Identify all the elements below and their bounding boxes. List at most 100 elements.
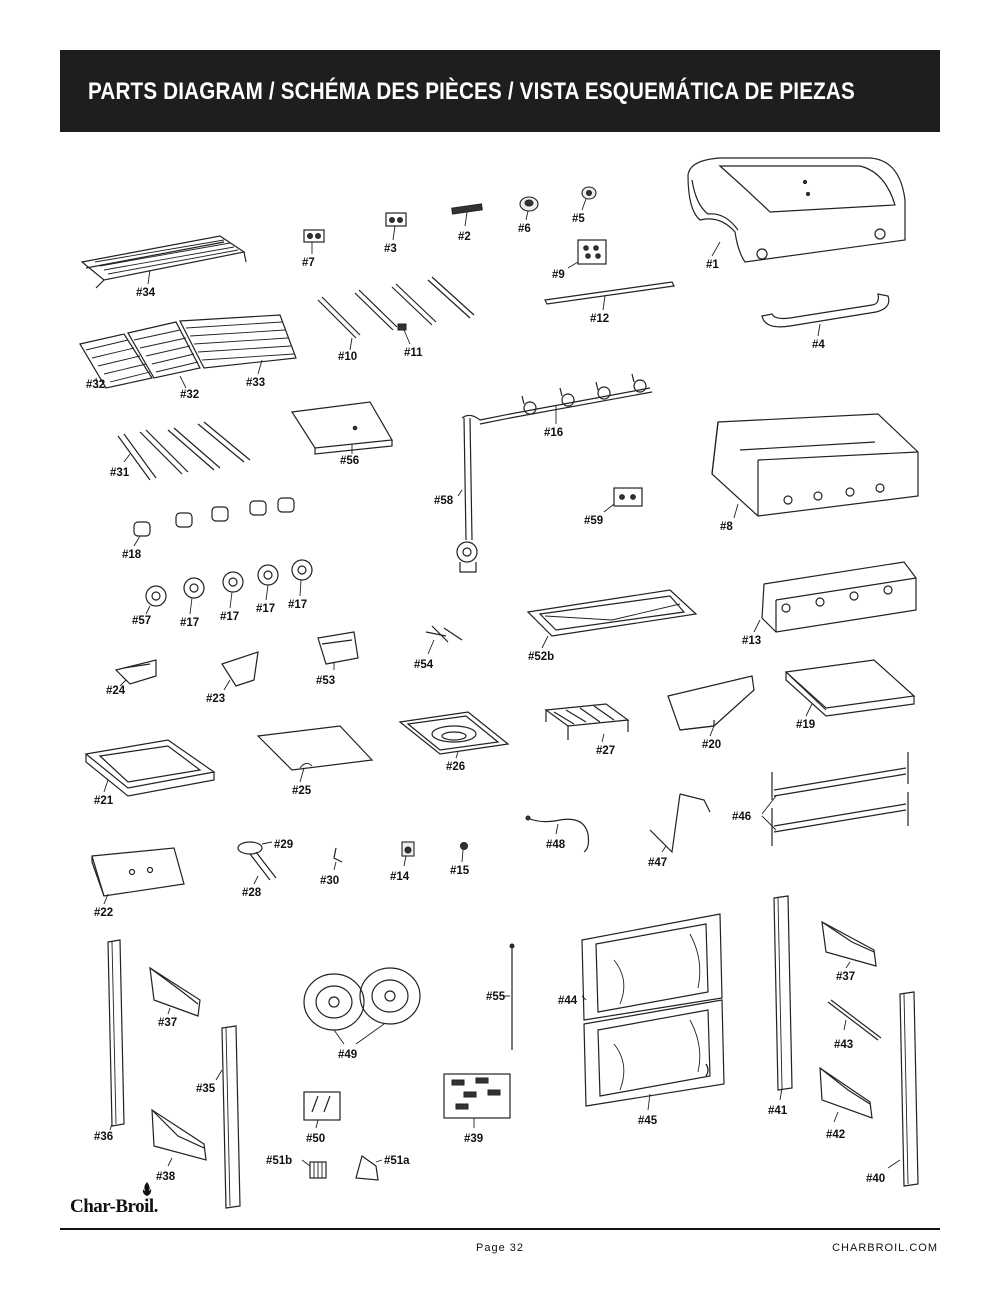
label-part-51a: #51a xyxy=(384,1155,410,1167)
part-3-drawing xyxy=(385,212,407,241)
label-part-33: #33 xyxy=(246,377,265,389)
part-4-handle-drawing xyxy=(761,293,890,337)
label-part-56: #56 xyxy=(340,455,359,467)
part-51a-drawing xyxy=(355,1155,383,1181)
label-part-44: #44 xyxy=(558,995,578,1007)
label-part-24: #24 xyxy=(106,685,126,697)
part-18-knobs-drawing xyxy=(133,497,295,547)
part-42-drawing xyxy=(819,1066,873,1123)
label-part-50: #50 xyxy=(306,1133,325,1145)
label-part-52b: #52b xyxy=(528,651,554,663)
part-47-drawing xyxy=(649,793,711,854)
part-6-drawing xyxy=(519,196,539,221)
footer-rule xyxy=(60,1228,940,1230)
website-link[interactable]: CHARBROIL.COM xyxy=(832,1242,938,1254)
label-part-45: #45 xyxy=(638,1115,658,1127)
label-part-28: #28 xyxy=(242,887,262,899)
label-part-32a: #32 xyxy=(86,379,105,391)
label-part-36: #36 xyxy=(94,1131,113,1143)
part-5-drawing xyxy=(581,186,597,211)
label-part-59: #59 xyxy=(584,515,603,527)
label-part-29: #29 xyxy=(274,839,293,851)
label-part-7: #7 xyxy=(302,257,315,269)
label-part-17d: #17 xyxy=(288,599,307,611)
label-part-12: #12 xyxy=(590,313,609,325)
part-26-drawing xyxy=(398,711,510,759)
label-part-41: #41 xyxy=(768,1105,788,1117)
label-part-17c: #17 xyxy=(256,603,275,615)
part-56-drawing xyxy=(290,401,393,455)
part-24-drawing xyxy=(114,659,157,687)
label-part-23: #23 xyxy=(206,693,225,705)
part-23-drawing xyxy=(221,651,259,691)
part-37-right-drawing xyxy=(821,920,877,969)
label-part-38: #38 xyxy=(156,1171,176,1183)
label-part-58: #58 xyxy=(434,495,454,507)
label-part-19: #19 xyxy=(796,719,815,731)
label-part-39: #39 xyxy=(464,1133,483,1145)
label-part-3: #3 xyxy=(384,243,397,255)
part-20-drawing xyxy=(667,675,755,737)
part-25-drawing xyxy=(256,725,374,783)
label-part-30: #30 xyxy=(320,875,339,887)
label-part-9: #9 xyxy=(552,269,565,281)
label-part-4: #4 xyxy=(812,339,825,351)
title-bar: PARTS DIAGRAM / SCHÉMA DES PIÈCES / VIST… xyxy=(60,50,940,132)
part-36-drawing xyxy=(107,939,125,1131)
page-title: PARTS DIAGRAM / SCHÉMA DES PIÈCES / VIST… xyxy=(88,78,855,105)
label-part-6: #6 xyxy=(518,223,531,235)
part-49-wheels-drawing xyxy=(303,967,421,1045)
part-22-drawing xyxy=(91,847,185,905)
label-part-46: #46 xyxy=(732,811,751,823)
label-part-49: #49 xyxy=(338,1049,357,1061)
part-41-drawing xyxy=(773,895,793,1101)
part-30-drawing xyxy=(333,847,343,871)
label-part-16: #16 xyxy=(544,427,563,439)
label-part-26: #26 xyxy=(446,761,465,773)
part-19-drawing xyxy=(784,659,916,717)
part-12-drawing xyxy=(544,281,675,311)
part-45-door-drawing xyxy=(581,995,725,1111)
part-58-hose-drawing xyxy=(456,414,481,573)
part-46-drawing xyxy=(761,752,909,846)
label-part-31: #31 xyxy=(110,467,130,479)
part-38-drawing xyxy=(151,1108,207,1167)
label-part-18: #18 xyxy=(122,549,142,561)
part-48-drawing xyxy=(525,815,590,853)
part-32-33-cooking-grates-drawing xyxy=(79,314,297,389)
label-part-42: #42 xyxy=(826,1129,845,1141)
part-54-drawing xyxy=(425,625,463,655)
label-part-10: #10 xyxy=(338,351,357,363)
label-part-25: #25 xyxy=(292,785,312,797)
label-part-8: #8 xyxy=(720,521,733,533)
part-35-drawing xyxy=(215,1025,241,1209)
label-part-13: #13 xyxy=(742,635,761,647)
part-14-drawing xyxy=(401,841,415,867)
label-part-48: #48 xyxy=(546,839,566,851)
label-part-34: #34 xyxy=(136,287,156,299)
part-39-drawing xyxy=(443,1073,511,1128)
label-part-20: #20 xyxy=(702,739,721,751)
label-part-15: #15 xyxy=(450,865,470,877)
part-10-11-burner-tubes-drawing xyxy=(317,276,475,351)
part-44-door-drawing xyxy=(581,913,723,1021)
label-part-27: #27 xyxy=(596,745,615,757)
part-31-heat-tents-drawing xyxy=(117,421,251,481)
part-52b-drawing xyxy=(526,589,698,649)
label-part-37-right: #37 xyxy=(836,971,855,983)
label-part-32b: #32 xyxy=(180,389,199,401)
label-part-43: #43 xyxy=(834,1039,853,1051)
part-57-17-bezels-drawing xyxy=(145,559,313,615)
part-16-manifold-drawing xyxy=(479,373,653,425)
flame-icon xyxy=(142,1182,152,1196)
part-13-control-panel-drawing xyxy=(753,561,917,633)
part-1-lid-drawing xyxy=(687,157,906,263)
label-part-17b: #17 xyxy=(220,611,239,623)
part-51b-drawing xyxy=(301,1159,327,1179)
part-53-drawing xyxy=(317,631,359,670)
part-7-drawing xyxy=(303,229,325,254)
label-part-21: #21 xyxy=(94,795,114,807)
label-part-14: #14 xyxy=(390,871,410,883)
part-37-left-drawing xyxy=(149,966,201,1017)
label-part-54: #54 xyxy=(414,659,434,671)
